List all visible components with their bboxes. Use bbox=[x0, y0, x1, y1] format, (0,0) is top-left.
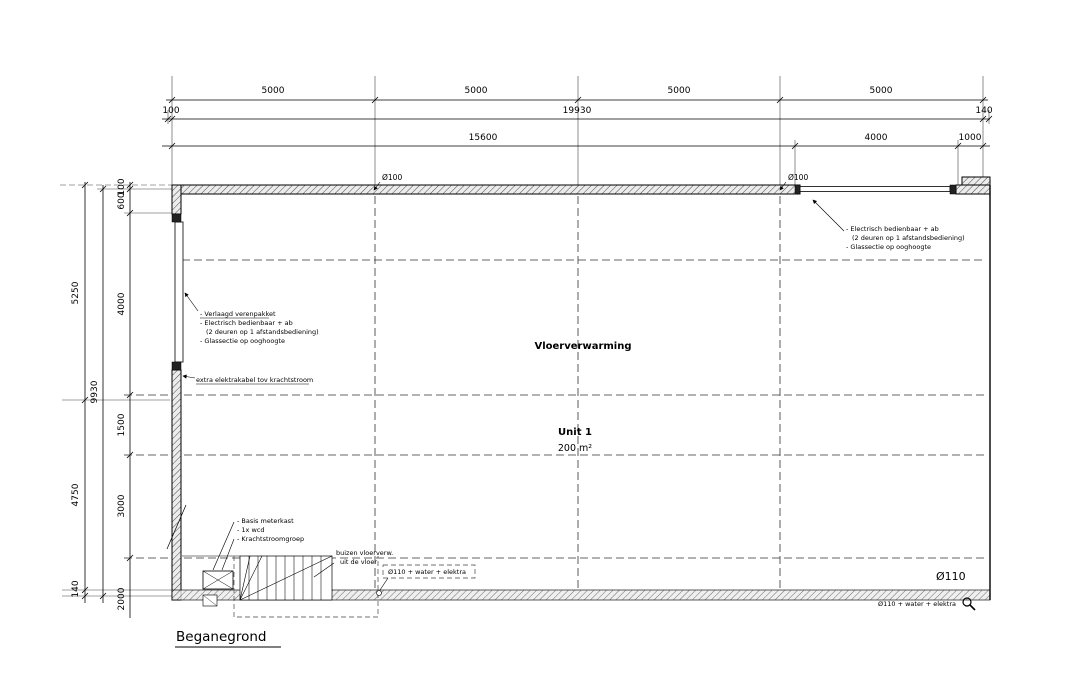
annotation-cable: extra elektrakabel tov krachtstroom bbox=[196, 376, 313, 385]
wall-diagonal-mark bbox=[166, 504, 187, 550]
dim-top-15600: 15600 bbox=[469, 133, 498, 143]
annotation-left-door-line3: (2 deuren op 1 afstandsbediening) bbox=[206, 328, 319, 336]
dim-top-4000: 4000 bbox=[865, 133, 888, 143]
dimension-chain-top-sub bbox=[162, 142, 990, 150]
dim-left-5250: 5250 bbox=[71, 281, 81, 304]
label-pipe-o110-bottom-left: Ø110 + water + elektra bbox=[388, 568, 466, 576]
label-pipe-o100-left: Ø100 bbox=[382, 173, 402, 182]
annotation-meter-line2: - 1x wcd bbox=[237, 526, 264, 534]
dim-top-140: 140 bbox=[975, 106, 992, 116]
dim-left-100: 100 bbox=[117, 178, 127, 195]
meter-cabinet bbox=[202, 570, 234, 607]
annotation-left-door-line4: - Glassectie op ooghoogte bbox=[200, 337, 285, 345]
annotation-meter-cabinet: - Basis meterkast - 1x wcd - Krachtstroo… bbox=[237, 517, 304, 543]
dim-left-4750: 4750 bbox=[71, 483, 81, 506]
dim-left-3000: 3000 bbox=[117, 494, 127, 517]
annotation-right-door-line3: - Glassectie op ooghoogte bbox=[846, 243, 931, 251]
reserved-zone-dashed bbox=[233, 556, 476, 618]
annotation-right-door-line1: - Electrisch bedienbaar + ab bbox=[846, 225, 939, 233]
dim-left-9930: 9930 bbox=[90, 380, 100, 403]
label-unit-area: 200 m² bbox=[558, 443, 592, 454]
label-floor-heating: Vloerverwarming bbox=[534, 341, 631, 352]
dim-left-1500: 1500 bbox=[117, 413, 127, 436]
annotation-right-door-line2: (2 deuren op 1 afstandsbediening) bbox=[852, 234, 965, 242]
label-pipe-o100-right: Ø100 bbox=[788, 173, 808, 182]
dim-top-100: 100 bbox=[162, 106, 179, 116]
annotation-left-door-line2: - Electrisch bedienbaar + ab bbox=[200, 319, 293, 327]
annotation-cable-text: extra elektrakabel tov krachtstroom bbox=[196, 376, 313, 384]
grid-dashed-lines bbox=[124, 196, 986, 588]
dim-top-19930: 19930 bbox=[563, 106, 592, 116]
dim-top-5000-1: 5000 bbox=[262, 86, 285, 96]
dim-top-5000-2: 5000 bbox=[465, 86, 488, 96]
staircase bbox=[182, 555, 333, 601]
dim-left-2000: 2000 bbox=[117, 587, 127, 610]
annotation-right-door: - Electrisch bedienbaar + ab (2 deuren o… bbox=[846, 225, 965, 251]
dim-left-600: 600 bbox=[117, 192, 127, 209]
dimension-extension-lines-top bbox=[167, 76, 990, 186]
dimension-chain-left-outer bbox=[81, 181, 89, 603]
label-pipe-o110-bottom-right: Ø110 + water + elektra bbox=[878, 600, 956, 608]
annotation-floor-pipes-line2: uit de vloer bbox=[340, 558, 377, 566]
annotation-meter-line1: - Basis meterkast bbox=[237, 517, 294, 525]
dim-left-4000: 4000 bbox=[117, 292, 127, 315]
drawing-title: Beganegrond bbox=[176, 629, 266, 645]
annotation-floor-pipes-line1: buizen vloerverw. bbox=[336, 549, 393, 557]
dimension-extension-lines-left bbox=[60, 184, 172, 597]
walls bbox=[171, 176, 991, 601]
drawing-title-block: Beganegrond bbox=[175, 629, 281, 648]
annotation-left-door: - Verlaagd verenpakket - Electrisch bedi… bbox=[200, 310, 319, 345]
label-unit-name: Unit 1 bbox=[558, 427, 592, 438]
dimension-chain-top-5000 bbox=[166, 96, 988, 104]
magnifier-cursor-icon bbox=[962, 597, 976, 611]
dimension-chain-top-total bbox=[162, 115, 993, 123]
annotation-floor-pipes: buizen vloerverw. uit de vloer bbox=[336, 549, 393, 566]
dimension-chain-left-mid bbox=[99, 185, 107, 603]
sectional-door-left bbox=[171, 213, 184, 371]
sectional-door-top bbox=[794, 184, 957, 195]
annotation-meter-line3: - Krachtstroomgroep bbox=[237, 535, 304, 543]
dim-top-1000: 1000 bbox=[959, 133, 982, 143]
annotation-left-door-line1: - Verlaagd verenpakket bbox=[200, 310, 276, 318]
leader-lines bbox=[182, 181, 845, 596]
dim-top-5000-4: 5000 bbox=[870, 86, 893, 96]
dim-top-5000-3: 5000 bbox=[668, 86, 691, 96]
label-pipe-o110-right: Ø110 bbox=[936, 570, 966, 583]
dim-left-140: 140 bbox=[71, 580, 81, 597]
